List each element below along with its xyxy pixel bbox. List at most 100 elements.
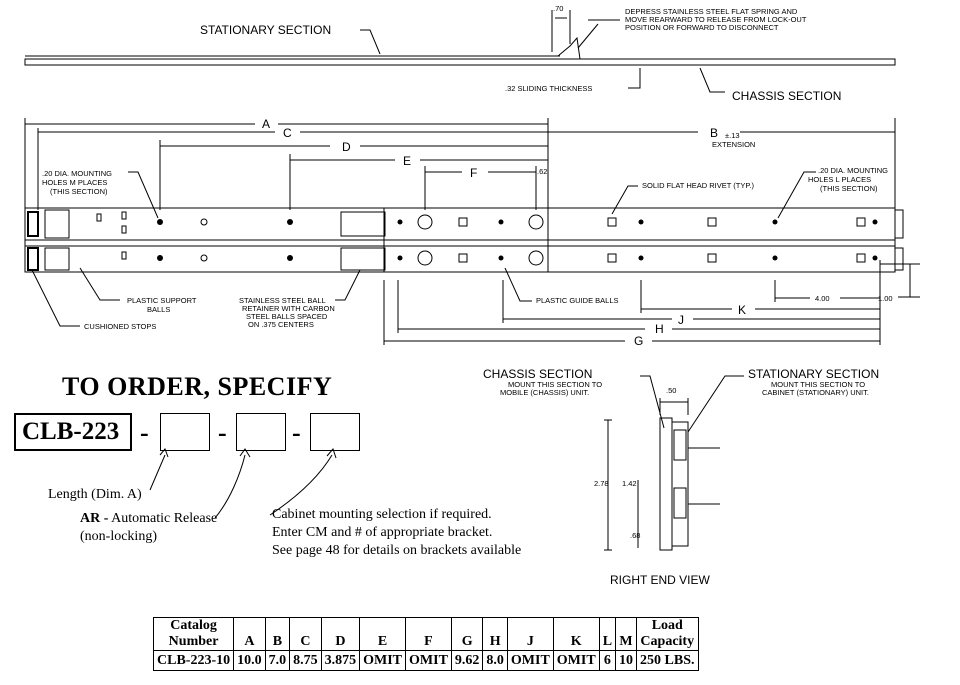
retainer-line4: ON .375 CENTERS	[248, 320, 314, 329]
sliding-thickness-label: .32 SLIDING THICKNESS	[505, 84, 592, 93]
header-d: D	[320, 617, 361, 651]
dash-3: -	[292, 418, 301, 447]
rivet-label: SOLID FLAT HEAD RIVET (TYP.)	[642, 181, 754, 190]
dim-400-label: 4.00	[815, 294, 830, 303]
dim-c-label: C	[283, 126, 292, 140]
mounting-left-line1: .20 DIA. MOUNTING	[42, 169, 112, 178]
header-e: E	[359, 617, 407, 651]
mounting-left-leader	[128, 171, 159, 219]
dim-70-label: .70	[553, 4, 563, 13]
order-title: TO ORDER, SPECIFY	[62, 372, 333, 401]
thickness-leader	[628, 68, 641, 89]
header-j: J	[506, 617, 554, 651]
dim-a-label: A	[262, 117, 270, 131]
top-profile	[24, 10, 896, 66]
cell-m: 10	[615, 650, 638, 671]
cell-h: 8.0	[482, 650, 508, 671]
end-dim-278: 2.78	[594, 479, 609, 488]
extension-label: EXTENSION	[712, 140, 755, 149]
header-c: C	[289, 617, 322, 651]
ar-code: AR -	[80, 511, 109, 526]
stationary-section-label: STATIONARY SECTION	[200, 23, 331, 37]
cell-a: 10.0	[233, 650, 266, 671]
support-balls-line1: PLASTIC SUPPORT	[127, 296, 197, 305]
dim-e-label: E	[403, 154, 411, 168]
end-stationary-title: STATIONARY SECTION	[748, 367, 879, 381]
table-row: CLB-223-10 10.0 7.0 8.75 3.875 OMIT OMIT…	[152, 650, 699, 671]
cell-d: 3.875	[320, 650, 361, 671]
mounting-right-line1: .20 DIA. MOUNTING	[818, 166, 888, 175]
cell-e: OMIT	[359, 650, 407, 671]
end-view	[604, 398, 720, 551]
retainer-leader	[335, 269, 361, 301]
end-chassis-leader	[640, 375, 665, 429]
chassis-leader	[699, 67, 725, 93]
order-leaders	[149, 448, 337, 519]
guide-balls-label: PLASTIC GUIDE BALLS	[536, 296, 619, 305]
ar-note: AR - Automatic Release	[80, 510, 217, 528]
support-balls-line2: BALLS	[147, 305, 170, 314]
mounting-left-line2: HOLES M PLACES	[42, 178, 107, 187]
end-chassis-note2: MOBILE (CHASSIS) UNIT.	[500, 388, 589, 397]
dim-k-label: K	[738, 303, 746, 317]
mounting-right-leader	[777, 171, 816, 219]
cabinet-blank[interactable]	[310, 413, 360, 451]
cushioned-stops-leader	[31, 269, 80, 327]
mounting-left-line3: (THIS SECTION)	[50, 187, 108, 196]
dim-h-label: H	[655, 322, 664, 336]
cabinet-line2: Enter CM and # of appropriate bracket.	[272, 525, 493, 540]
mounting-right-line2: HOLES L PLACES	[808, 175, 871, 184]
header-f: F	[405, 617, 452, 651]
header-l: L	[598, 617, 617, 651]
dim-d-label: D	[342, 140, 351, 154]
end-stationary-note2: CABINET (STATIONARY) UNIT.	[762, 388, 869, 397]
dim-g-label: G	[634, 334, 643, 348]
cell-f: OMIT	[405, 650, 452, 671]
cell-l: 6	[598, 650, 617, 671]
length-note: Length (Dim. A)	[48, 487, 142, 502]
cell-load-capacity: 250 LBS.	[636, 650, 699, 671]
cushioned-stops-label: CUSHIONED STOPS	[84, 322, 156, 331]
cabinet-line1: Cabinet mounting selection if required.	[272, 507, 492, 522]
slide-assembly	[24, 207, 904, 273]
ar-text: Automatic Release	[111, 511, 218, 526]
end-chassis-title: CHASSIS SECTION	[483, 367, 592, 381]
end-dim-142: 1.42	[622, 479, 637, 488]
header-g: G	[450, 617, 484, 651]
chassis-section-label: CHASSIS SECTION	[732, 89, 841, 103]
stationary-leader	[360, 29, 381, 55]
mounting-holes	[96, 211, 878, 266]
cell-b: 7.0	[264, 650, 291, 671]
dash-1: -	[140, 418, 149, 447]
cell-j: OMIT	[506, 650, 554, 671]
ar-sub: (non-locking)	[80, 529, 157, 544]
spring-note-line3: POSITION OR FORWARD TO DISCONNECT	[625, 23, 779, 32]
dimension-lines	[24, 118, 920, 345]
cell-k: OMIT	[552, 650, 600, 671]
retainer-line3: STEEL BALLS SPACED	[246, 312, 328, 321]
header-k: K	[552, 617, 600, 651]
release-blank[interactable]	[236, 413, 286, 451]
header-b: B	[264, 617, 291, 651]
cell-g: 9.62	[450, 650, 484, 671]
end-chassis-note1: MOUNT THIS SECTION TO	[508, 380, 602, 389]
dim-62-label: .62	[537, 167, 547, 176]
cell-c: 8.75	[289, 650, 322, 671]
spring-note-line1: DEPRESS STAINLESS STEEL FLAT SPRING AND	[625, 7, 798, 16]
cabinet-line3: See page 48 for details on brackets avai…	[272, 543, 522, 558]
mounting-right-line3: (THIS SECTION)	[820, 184, 878, 193]
dim-j-label: J	[678, 313, 684, 327]
spring-note-line2: MOVE REARWARD TO RELEASE FROM LOCK-OUT	[625, 15, 807, 24]
header-h: H	[482, 617, 508, 651]
part-number-box: CLB-223	[14, 413, 132, 451]
end-stationary-leader	[687, 375, 744, 433]
header-a: A	[233, 617, 266, 651]
end-dim-68: .68	[630, 531, 640, 540]
end-dim-50: .50	[666, 386, 676, 395]
dim-b-label: B	[710, 126, 718, 140]
length-blank[interactable]	[160, 413, 210, 451]
